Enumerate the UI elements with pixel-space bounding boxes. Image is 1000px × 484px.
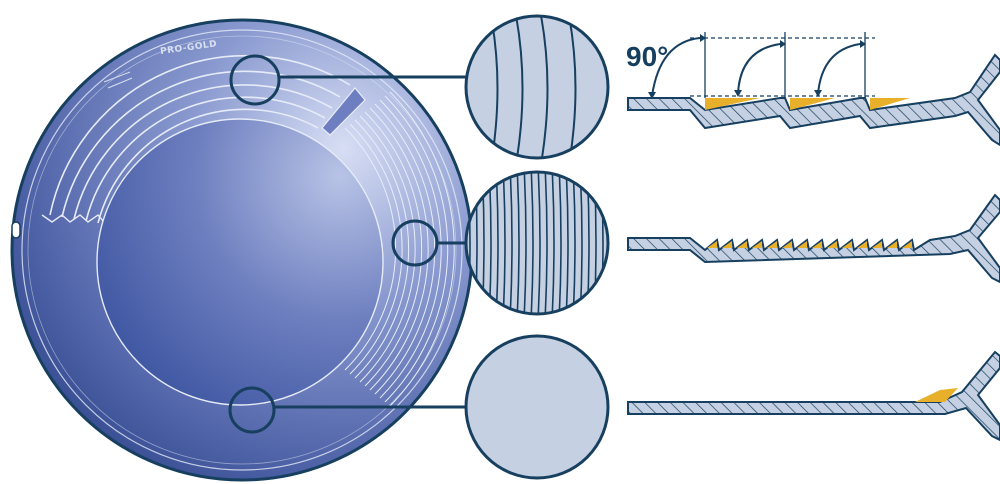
connector-lines	[274, 75, 466, 409]
dimension-guides	[690, 32, 875, 98]
cross-section-flat-bottom	[627, 350, 1000, 442]
gold-deposit	[870, 98, 910, 110]
gold-deposits	[707, 241, 912, 248]
marker-wide-riffle	[229, 54, 281, 106]
gold-deposit	[915, 388, 958, 402]
cross-section-deep-riffle: 90°	[626, 32, 1000, 147]
zoom-fine-riffle	[464, 170, 610, 316]
zoom-wide-riffle	[464, 14, 610, 160]
coarse-riffle-end	[321, 87, 366, 136]
zoom-smooth-bottom	[464, 334, 610, 480]
gold-deposit	[705, 98, 760, 110]
pan-inner-rim-2	[27, 35, 457, 465]
cross-section-fine-riffle	[627, 193, 1000, 284]
fine-riffle-band	[344, 91, 455, 407]
angle-label: 90°	[626, 41, 668, 72]
coarse-riffle-steps	[41, 214, 105, 223]
angle-arcs	[651, 37, 861, 97]
gold-pan: PRO-GOLD	[10, 18, 474, 482]
angle-arrowheads	[648, 34, 866, 99]
gold-deposit	[790, 98, 835, 110]
marker-smooth-bottom	[228, 386, 276, 434]
hanging-slot	[11, 221, 21, 239]
brand-emblem	[103, 71, 133, 89]
pan-center-flat	[96, 118, 384, 406]
coarse-riffle-arcs	[49, 54, 351, 224]
pan-inner-rim	[21, 29, 463, 471]
